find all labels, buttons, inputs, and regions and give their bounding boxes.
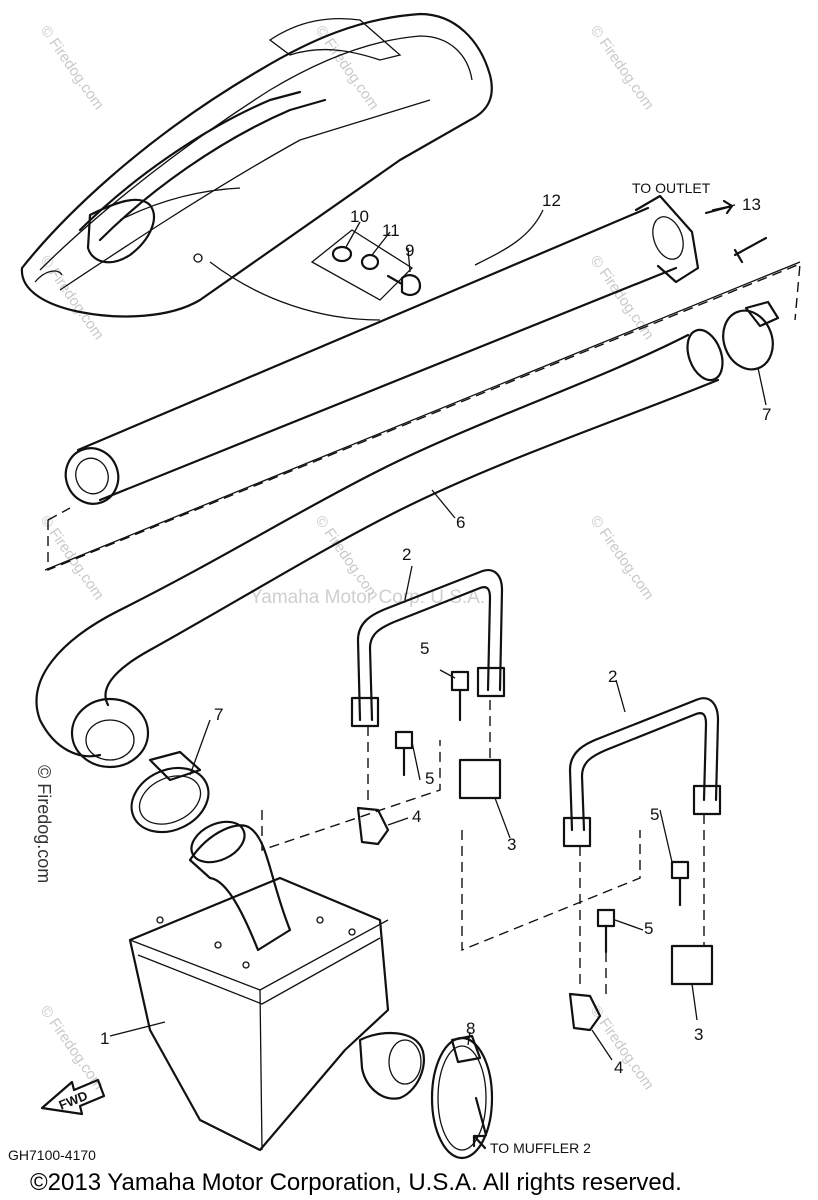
label-5-b-bottom: 5	[644, 919, 653, 938]
pipe-frame-line	[47, 262, 801, 572]
watermark-firedog-2: © Firedog.com	[312, 23, 382, 114]
label-6: 6	[456, 513, 465, 532]
clamp-hose-top	[722, 300, 780, 371]
clip-right	[568, 992, 602, 1032]
leader-lines	[261, 700, 705, 994]
bracket-right	[562, 697, 722, 848]
label-11: 11	[382, 221, 400, 240]
label-2-left: 2	[402, 545, 411, 564]
to-outlet-label: TO OUTLET	[632, 180, 711, 196]
pipe-frame-bottom	[44, 261, 801, 571]
to-muffler-label: TO MUFFLER 2	[490, 1140, 591, 1156]
pipe-part	[64, 194, 700, 505]
arrows	[474, 199, 734, 1137]
label-7-top: 7	[762, 405, 771, 424]
damper-right	[670, 944, 714, 986]
screw-shank	[386, 274, 404, 286]
clamp-hose-bottom	[130, 750, 210, 834]
label-4-right: 4	[614, 1058, 623, 1077]
bolts	[394, 670, 690, 954]
watermark-firedog-10: © Firedog.com	[587, 1003, 657, 1094]
bracket-left	[350, 569, 506, 728]
drawing-code: GH7100-4170	[8, 1147, 96, 1163]
watermark-firedog-5: © Firedog.com	[587, 253, 657, 344]
label-9: 9	[405, 241, 414, 260]
clamp-muffler	[430, 1034, 494, 1160]
label-8: 8	[466, 1019, 475, 1038]
watermark-firedog-side: © Firedog.com	[34, 765, 54, 883]
hose-part	[35, 328, 724, 769]
muffler-part	[128, 820, 425, 1152]
pin-part	[733, 236, 768, 264]
washer-shape	[360, 253, 380, 271]
label-3-left: 3	[507, 835, 516, 854]
label-5-a-top: 5	[420, 639, 429, 658]
label-10: 10	[350, 207, 369, 226]
watermarks: Yamaha Motor Corp. U.S.A. © Firedog.com …	[34, 23, 657, 1094]
watercraft-hull	[20, 12, 493, 321]
label-1: 1	[100, 1029, 109, 1048]
part-labels: 1 2 2 3 3 4 4 5 5 5 5 6 7 7 8 9 10 11 12…	[100, 191, 771, 1077]
screw-head	[400, 274, 422, 296]
copyright-notice: ©2013 Yamaha Motor Corporation, U.S.A. A…	[30, 1169, 682, 1196]
watermark-firedog-6: © Firedog.com	[37, 513, 107, 604]
label-leaders	[109, 204, 767, 1061]
label-2-right: 2	[608, 667, 617, 686]
watermark-firedog-8: © Firedog.com	[587, 513, 657, 604]
watermark-firedog-3: © Firedog.com	[587, 23, 657, 114]
label-13: 13	[742, 195, 761, 214]
label-5-b-top: 5	[650, 805, 659, 824]
label-4-left: 4	[412, 807, 421, 826]
to-muffler-arrow-icon	[472, 1134, 487, 1150]
nut-shape	[331, 245, 353, 263]
fastener-group	[310, 229, 422, 301]
label-3-right: 3	[694, 1025, 703, 1044]
label-12: 12	[542, 191, 561, 210]
watermark-firedog-1: © Firedog.com	[37, 23, 107, 114]
label-7-bottom: 7	[214, 705, 223, 724]
clip-left	[356, 806, 390, 846]
label-5-a-bottom: 5	[425, 769, 434, 788]
damper-left	[458, 758, 502, 800]
